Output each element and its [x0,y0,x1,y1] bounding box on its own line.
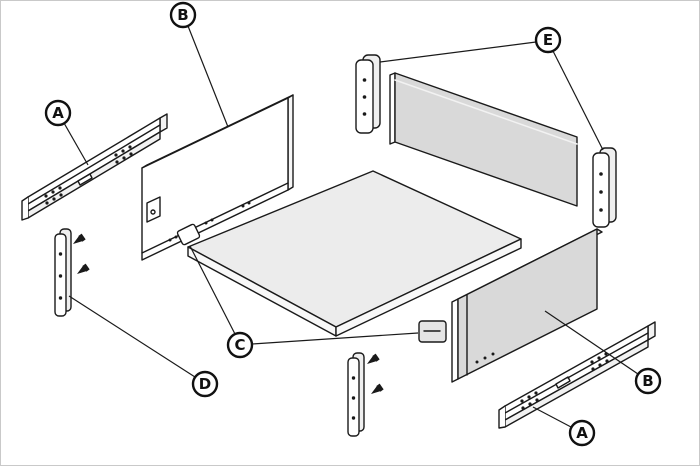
callout-rear-fixing-brackets: D [191,370,219,398]
leader-e-right-bracket [552,50,604,151]
callout-letter: B [642,372,653,390]
leader-e-left-bracket [379,41,537,63]
lock-device-right [418,320,447,343]
drawer-slide-right [498,321,656,429]
callout-side-panel-right: B [634,367,662,395]
leader-b-right [544,310,639,375]
callout-letter: B [177,6,188,24]
screw-icon [367,353,380,364]
rear-bracket-left [54,228,90,317]
callout-letter: C [234,336,245,354]
rear-bracket-bottom [347,352,384,437]
leader-d [68,295,196,378]
drawer-slide-left [21,113,168,221]
callout-letter: D [199,375,211,393]
back-bracket-left [355,54,381,134]
leader-lines [63,25,639,428]
side-panel-left [141,94,294,261]
screw-icon [73,233,86,244]
callout-slide-left: A [44,99,72,127]
leader-c-left-device [189,245,236,335]
slide-right-holes [520,352,609,410]
lock-device-left [176,223,201,246]
callout-lock-devices: C [226,331,254,359]
screw-icon [77,263,90,274]
leader-a-left [63,122,89,166]
callout-back-panel-brackets: E [534,26,562,54]
leader-a-right [532,406,572,428]
leader-c-right-device [251,332,419,345]
back-panel [389,72,578,207]
side-panel-right [451,228,603,383]
leader-b-left [187,25,229,128]
back-bracket-right [592,147,617,228]
callout-slide-right: A [568,419,596,447]
screw-icon [371,383,384,394]
slide-left-holes [44,145,133,205]
callout-letter: A [576,424,588,442]
callout-letter: E [543,31,553,49]
callout-side-panel-left: B [169,1,197,29]
callout-letter: A [52,104,64,122]
bottom-panel [187,170,522,337]
